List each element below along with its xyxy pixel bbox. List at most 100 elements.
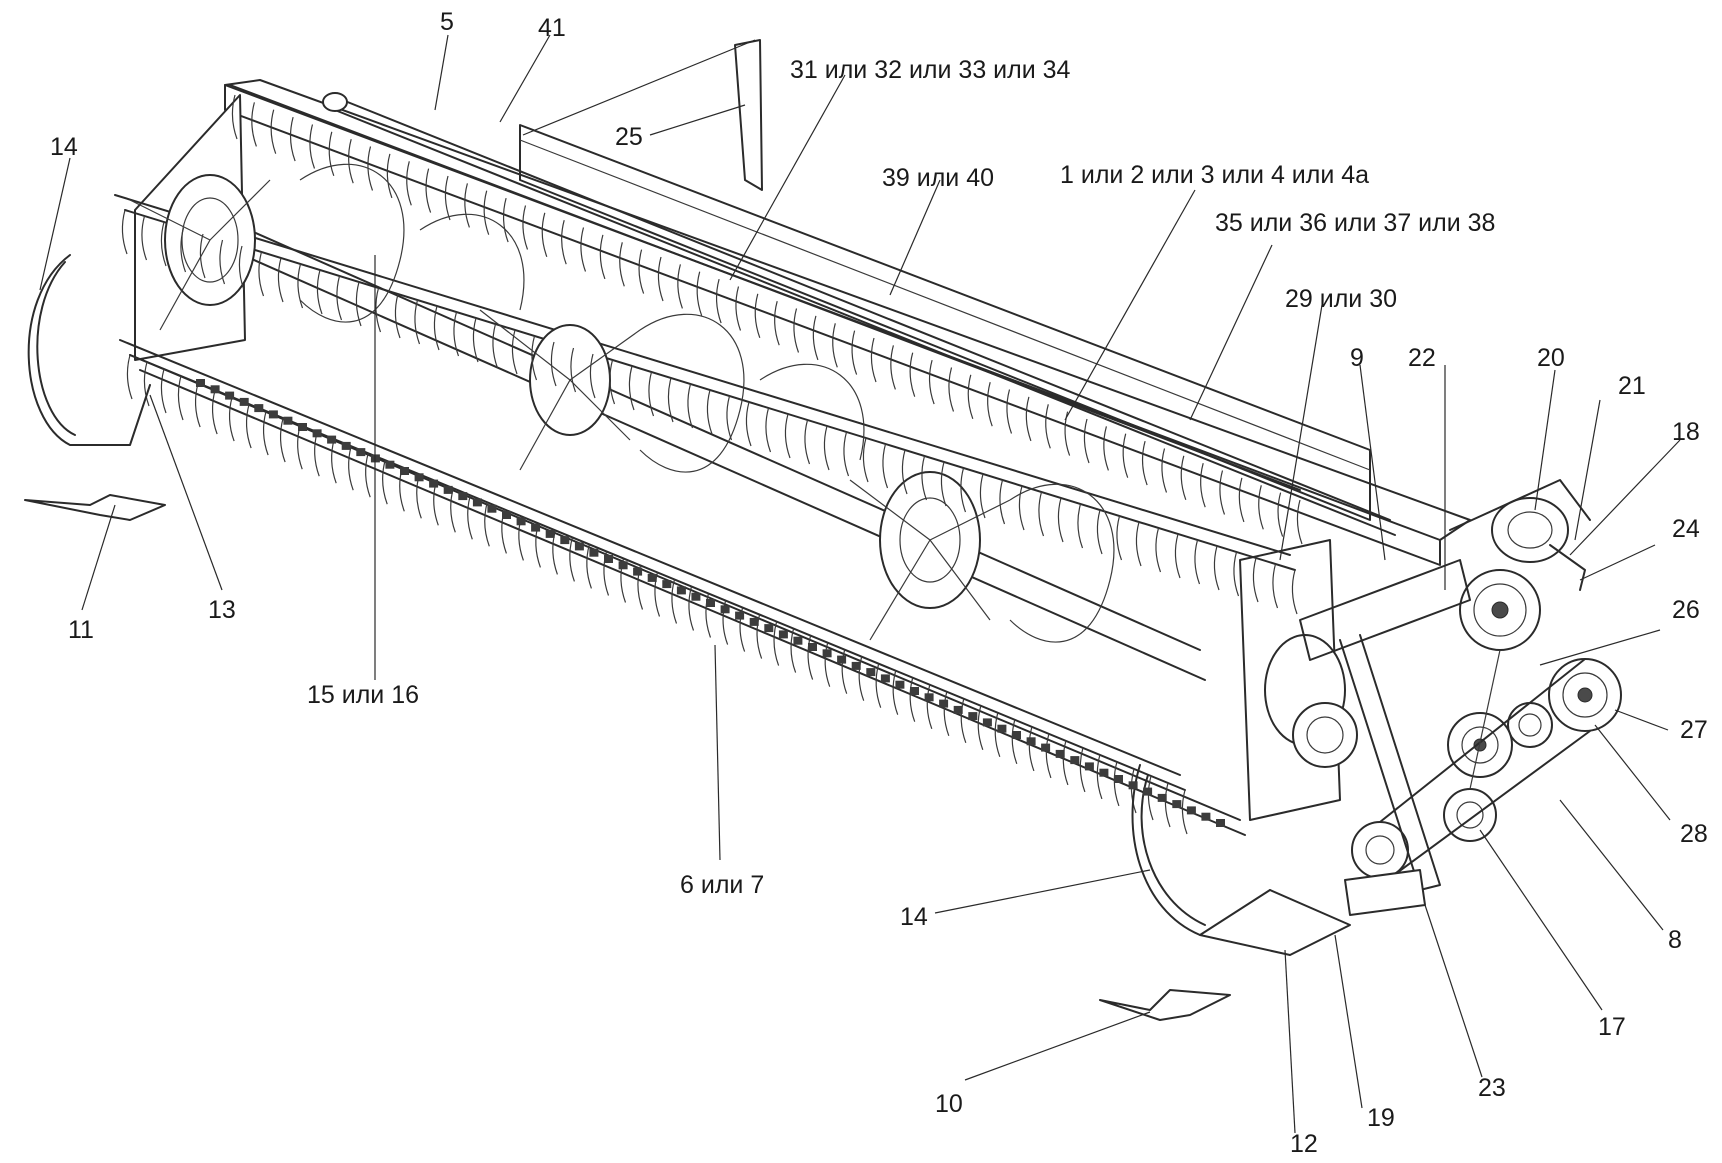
cutterbar-finger	[866, 668, 876, 677]
reel-tine	[1077, 503, 1084, 549]
reel-tine	[589, 353, 596, 399]
callout-12: 12	[1290, 1130, 1318, 1158]
reel-tine	[258, 251, 265, 297]
callout-9: 9	[1350, 344, 1364, 372]
reel-tine	[722, 600, 729, 645]
cutterbar-finger	[720, 605, 730, 614]
reel-tine	[348, 446, 354, 491]
cutterbar-finger	[385, 460, 395, 469]
callout-14-left: 14	[50, 133, 78, 161]
cutterbar-finger	[560, 536, 570, 545]
reel-tine	[979, 473, 986, 519]
reel-tine	[1252, 557, 1259, 603]
cutterbar-finger	[502, 511, 511, 519]
reel-tine	[484, 502, 490, 547]
cutterbar-finger	[1216, 819, 1225, 827]
reel-tine	[219, 239, 226, 285]
reel-tine	[1062, 740, 1069, 786]
reel-tine	[688, 586, 695, 631]
reel-tine	[1213, 545, 1220, 591]
reel-tine	[502, 197, 509, 243]
reel-tine	[1194, 539, 1201, 585]
reel-tine	[541, 212, 548, 258]
reel-tine	[870, 337, 877, 383]
cutterbar-finger	[837, 655, 847, 664]
callout-26: 26	[1672, 596, 1700, 624]
cutterbar-finger	[662, 580, 672, 589]
callout-13: 13	[208, 596, 236, 624]
reel-tine	[1155, 527, 1162, 573]
reel-tine	[262, 410, 269, 456]
reel-tine	[784, 413, 791, 459]
cutterbar-finger	[735, 611, 745, 620]
reel-tine	[1258, 485, 1264, 530]
cutterbar-finger	[851, 661, 861, 670]
callout-11: 11	[68, 616, 94, 644]
reel-tine	[348, 139, 354, 184]
cutterbar-finger	[429, 479, 439, 488]
callout-22: 22	[1408, 344, 1436, 372]
reel-tine	[858, 656, 865, 701]
cutterbar-finger	[968, 712, 978, 721]
callout-14-right: 14	[900, 903, 928, 931]
reel-tine	[1147, 775, 1154, 821]
reel-tine	[948, 367, 955, 412]
cutterbar-finger	[822, 649, 832, 658]
reel-tine	[967, 374, 974, 420]
cutterbar-finger	[880, 674, 890, 683]
reel-tine	[773, 621, 780, 666]
reel-tine	[336, 275, 343, 321]
callout-25: 25	[615, 123, 643, 151]
reel-tine	[862, 437, 869, 483]
reel-tine	[1141, 440, 1148, 486]
leader-lines	[39, 34, 1681, 1134]
reel-tine	[804, 419, 811, 465]
callout-21: 21	[1618, 372, 1646, 400]
reel-tine	[790, 628, 797, 673]
callout-19: 19	[1367, 1104, 1395, 1132]
cutterbar-finger	[1157, 793, 1167, 802]
reel-tine	[628, 365, 635, 411]
reel-tine	[696, 271, 703, 316]
reel-tine	[414, 299, 421, 345]
reel-tine	[433, 305, 440, 351]
reel-tine	[531, 335, 538, 381]
callout-17: 17	[1598, 1013, 1626, 1041]
reel-tine	[901, 449, 908, 495]
reel-tine	[1238, 477, 1245, 523]
reel-tine	[657, 256, 664, 302]
reel-tine	[909, 352, 916, 397]
cutterbar-finger	[254, 404, 264, 413]
cutterbar-finger	[1186, 806, 1196, 815]
reel-tine	[726, 395, 733, 441]
reel-tine	[754, 293, 761, 339]
reel-tine	[1219, 470, 1226, 515]
reel-tine	[745, 401, 752, 447]
cutterbar-finger	[443, 485, 453, 494]
reel-tine	[677, 264, 683, 309]
reel-tine	[1028, 726, 1035, 772]
reel-tine	[580, 227, 587, 272]
reel-tine	[1174, 533, 1181, 579]
callout-31: 31 или 32 или 33 или 34	[790, 56, 1071, 84]
cutterbar-finger	[676, 586, 686, 595]
reel-tine	[715, 278, 722, 324]
reel-tine	[238, 245, 245, 291]
callout-8: 8	[1668, 926, 1682, 954]
reel-tine	[1064, 411, 1071, 456]
header-frame	[129, 79, 1471, 836]
reel-tine	[143, 361, 150, 407]
reel-tine	[892, 670, 899, 715]
reel-tine	[511, 329, 518, 375]
reel-tine	[807, 635, 814, 680]
cutterbar-finger	[283, 416, 293, 425]
cutterbar-finger	[691, 592, 701, 601]
reel-tine	[1164, 782, 1171, 828]
reel-tine	[386, 153, 393, 199]
reel-tine	[1180, 455, 1187, 501]
reel-tine	[211, 389, 218, 435]
reel-tine	[1096, 509, 1103, 555]
reel-tine	[433, 481, 439, 526]
cutterbar-finger	[1099, 768, 1109, 777]
reel-tine	[160, 368, 167, 414]
